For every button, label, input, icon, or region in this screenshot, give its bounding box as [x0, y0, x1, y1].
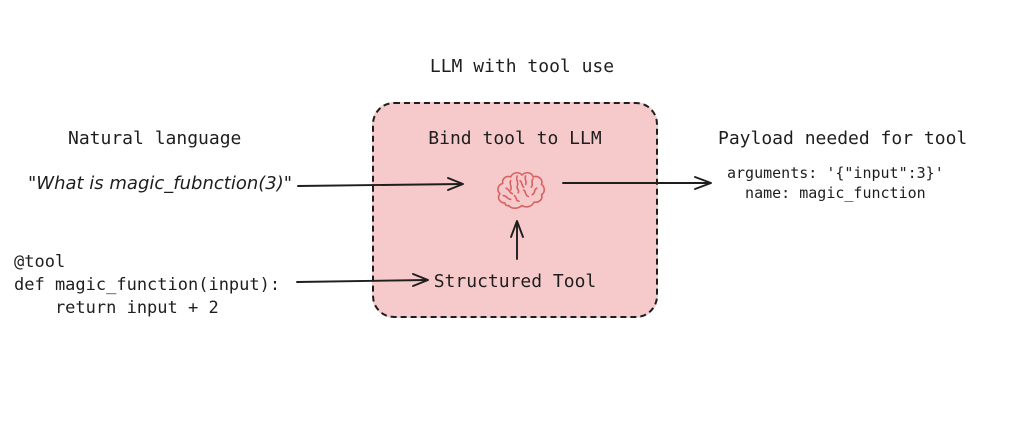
natural-language-quote: "What is magic_fubnction(3)": [28, 173, 293, 194]
bind-box-heading: Bind tool to LLM: [428, 128, 602, 149]
structured-tool-label: Structured Tool: [433, 271, 597, 292]
natural-language-heading: Natural language: [68, 128, 242, 149]
payload-code: arguments: '{"input":3}' name: magic_fun…: [727, 164, 944, 202]
tool-definition-code: @tool def magic_function(input): return …: [14, 252, 281, 318]
bind-tool-box: Bind tool to LLM Structured Tool: [372, 102, 658, 318]
payload-heading: Payload needed for tool: [718, 128, 968, 149]
brain-icon: [497, 171, 546, 209]
diagram-title: LLM with tool use: [429, 56, 615, 77]
